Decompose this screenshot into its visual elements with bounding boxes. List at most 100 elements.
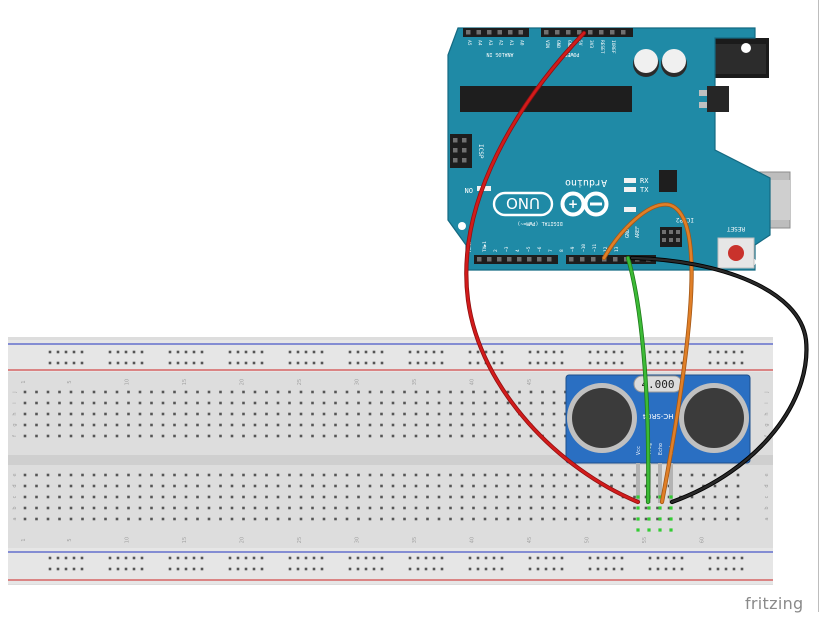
- column-number: 40: [470, 379, 476, 385]
- breadboard-hole: [207, 473, 211, 477]
- digital-pin: [507, 257, 512, 262]
- rail-hole: [596, 361, 600, 365]
- breadboard-hole: [207, 401, 211, 405]
- breadboard-hole: [345, 390, 349, 394]
- rail-hole: [528, 567, 532, 571]
- reset-button[interactable]: [728, 245, 744, 261]
- rail-hole: [380, 556, 384, 560]
- rail-hole: [560, 361, 564, 365]
- breadboard-hole: [253, 423, 257, 427]
- breadboard-hole: [288, 484, 291, 488]
- breadboard-hole: [368, 473, 372, 477]
- breadboard-hole: [138, 434, 142, 438]
- breadboard-hole: [449, 412, 452, 416]
- breadboard-hole: [242, 390, 245, 394]
- rail-hole: [228, 350, 232, 354]
- breadboard-hole: [495, 473, 498, 477]
- rail-hole: [348, 556, 352, 560]
- breadboard-hole: [483, 401, 487, 405]
- breadboard-hole: [610, 473, 613, 477]
- breadboard-hole: [426, 484, 429, 488]
- rail-hole: [664, 361, 668, 365]
- breadboard-hole: [253, 473, 257, 477]
- rail-hole: [124, 556, 128, 560]
- digital-pin-label: 7: [548, 249, 554, 252]
- breadboard-hole: [299, 434, 303, 438]
- rail-hole: [140, 361, 144, 365]
- breadboard-hole: [92, 506, 96, 510]
- breadboard-hole: [587, 517, 590, 521]
- breadboard-hole: [334, 484, 337, 488]
- breadboard-hole: [518, 423, 521, 427]
- breadboard-hole: [138, 390, 142, 394]
- rail-hole: [372, 556, 376, 560]
- green-wire: [626, 256, 650, 504]
- breadboard-hole: [472, 506, 475, 510]
- breadboard-hole: [81, 517, 84, 521]
- breadboard-hole: [253, 506, 257, 510]
- analog-pin-label: A4: [477, 40, 483, 46]
- orange-wire: [602, 203, 693, 504]
- breadboard-hole: [69, 484, 73, 488]
- header-pin: [588, 30, 593, 35]
- breadboard-hole: [552, 506, 556, 510]
- breadboard-hole: [587, 484, 590, 488]
- rail-hole: [304, 361, 308, 365]
- breadboard-hole: [23, 401, 27, 405]
- rail-hole: [260, 361, 264, 365]
- row-letter: c: [12, 495, 18, 498]
- rail-hole: [200, 361, 204, 365]
- rail-hole: [536, 556, 540, 560]
- breadboard-hole: [357, 423, 360, 427]
- breadboard-hole: [138, 495, 142, 499]
- breadboard-hole: [230, 484, 234, 488]
- breadboard-hole: [173, 390, 176, 394]
- breadboard-hole: [368, 401, 372, 405]
- breadboard-hole: [69, 401, 73, 405]
- breadboard-hole: [483, 412, 487, 416]
- rail-hole: [476, 556, 480, 560]
- breadboard-hole: [460, 484, 464, 488]
- analog-pin-label: A2: [498, 40, 504, 46]
- breadboard-hole: [472, 412, 475, 416]
- breadboard-hole: [690, 473, 694, 477]
- breadboard-hole: [69, 506, 73, 510]
- rail-hole: [124, 567, 128, 571]
- breadboard-hole: [311, 495, 314, 499]
- breadboard-hole: [46, 506, 50, 510]
- breadboard-hole: [437, 412, 441, 416]
- breadboard-hole: [483, 506, 487, 510]
- icsp-pin: [462, 148, 467, 153]
- rail-hole: [604, 361, 608, 365]
- breadboard-hole: [46, 484, 50, 488]
- rail-hole: [680, 361, 684, 365]
- breadboard-hole: [276, 401, 280, 405]
- breadboard-hole: [115, 495, 119, 499]
- breadboard-hole: [610, 506, 613, 510]
- fritzing-watermark: fritzing: [745, 594, 804, 613]
- breadboard-hole: [311, 412, 314, 416]
- breadboard-hole: [69, 412, 73, 416]
- breadboard-hole: [679, 517, 682, 521]
- plus-icon: +: [568, 197, 578, 211]
- breadboard-hole: [380, 390, 383, 394]
- breadboard-hole: [368, 495, 372, 499]
- breadboard-hole: [104, 484, 107, 488]
- breadboard-hole: [207, 434, 211, 438]
- digital-pin-label: 13: [614, 246, 620, 252]
- breadboard-hole: [529, 473, 533, 477]
- breadboard-hole: [529, 506, 533, 510]
- breadboard-hole: [322, 390, 326, 394]
- breadboard-hole: [403, 390, 406, 394]
- rail-hole: [552, 567, 556, 571]
- breadboard-hole: [58, 423, 61, 427]
- breadboard-hole: [138, 484, 142, 488]
- breadboard-hole: [150, 423, 153, 427]
- breadboard-hole: [127, 423, 130, 427]
- rail-hole: [140, 567, 144, 571]
- breadboard-hole: [690, 517, 694, 521]
- header-pin: [518, 30, 523, 35]
- header-pin: [508, 30, 513, 35]
- rail-hole: [732, 567, 736, 571]
- breadboard-hole: [242, 401, 245, 405]
